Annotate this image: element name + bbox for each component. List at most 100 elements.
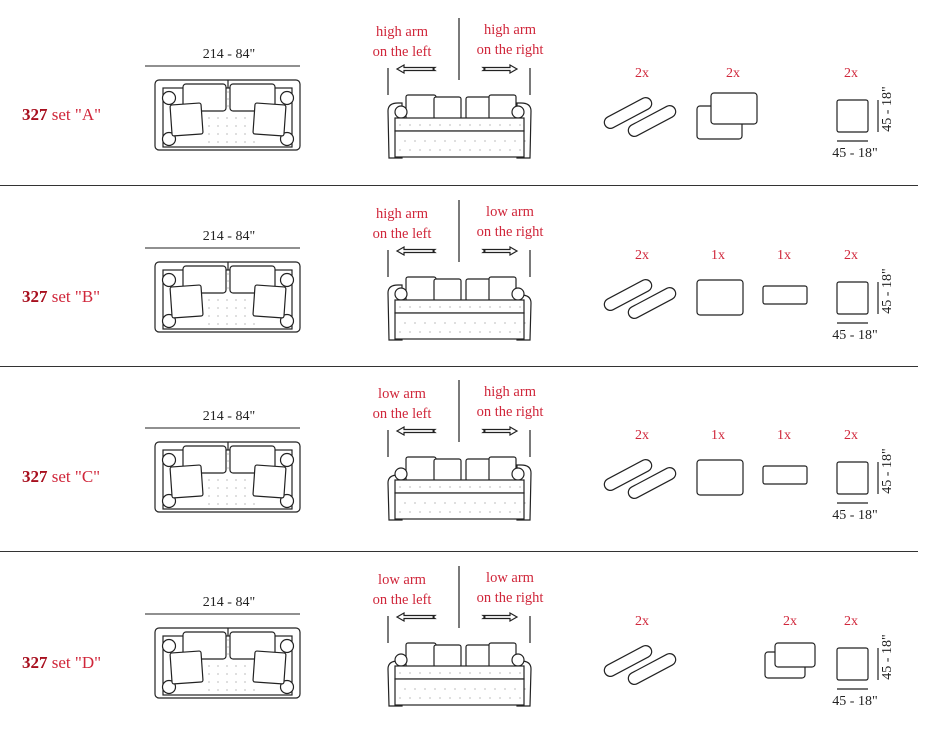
quantity-label: 1x	[777, 248, 791, 263]
technical-drawing	[145, 200, 879, 341]
accessory-narrowstack	[764, 642, 816, 679]
width-dimension: 214 - 84"	[202, 595, 256, 610]
bolster-end	[511, 467, 525, 481]
accessory-bolster	[603, 97, 677, 137]
left-arm-line: on the left	[372, 44, 432, 60]
sofa-base	[394, 130, 525, 158]
right-arm-line: low arm	[486, 570, 534, 586]
arrow-right-icon	[481, 425, 519, 437]
sofa-top-view	[154, 261, 301, 333]
quantity-label: 1x	[711, 428, 725, 443]
quantity-label: 2x	[844, 428, 858, 443]
sofa-base	[394, 492, 525, 520]
bolster-end	[394, 467, 408, 481]
accessory-small	[762, 465, 808, 485]
seat-cushion	[394, 299, 525, 314]
row-divider	[0, 185, 918, 186]
accessory-square	[836, 99, 879, 142]
accessory-small	[762, 285, 808, 305]
left-arm-line: on the left	[372, 406, 432, 422]
set-name: set "A"	[51, 105, 102, 124]
bolster-end	[511, 653, 525, 667]
accessory-square	[836, 281, 879, 324]
accessory-square	[836, 647, 879, 690]
back-pillow	[405, 276, 437, 302]
pillow-height-dimension: 45 - 18"	[880, 86, 895, 132]
right-arm-line: high arm	[484, 384, 536, 400]
set-name: set "B"	[51, 287, 101, 306]
quantity-label: 2x	[635, 66, 649, 81]
pillow-width-dimension: 45 - 18"	[832, 328, 878, 343]
arrow-left-icon	[395, 611, 437, 623]
left-arm-label: low arm on the left	[373, 570, 432, 610]
quantity-label: 1x	[711, 248, 725, 263]
model-number: 327	[22, 287, 48, 306]
throw-pillow	[252, 464, 287, 499]
row-divider	[0, 366, 918, 367]
row-divider	[0, 551, 918, 552]
sofa-top-view	[154, 79, 301, 151]
quantity-label: 2x	[635, 614, 649, 629]
back-pillow	[433, 96, 462, 120]
width-dimension: 214 - 84"	[202, 47, 256, 62]
set-label: 327 set "A"	[22, 105, 101, 125]
model-number: 327	[22, 467, 48, 486]
sofa-front-view	[387, 642, 532, 707]
accessory-stack	[696, 92, 758, 140]
armrest-roll	[279, 90, 295, 106]
width-dimension: 214 - 84"	[202, 229, 256, 244]
model-number: 327	[22, 105, 48, 124]
quantity-label: 2x	[783, 614, 797, 629]
quantity-label: 2x	[844, 66, 858, 81]
back-pillow	[405, 94, 437, 120]
arm-indicators	[387, 18, 531, 95]
quantity-label: 2x	[635, 248, 649, 263]
seat-cushion	[394, 479, 525, 494]
pillow-width-dimension: 45 - 18"	[832, 694, 878, 709]
throw-pillow	[252, 102, 287, 137]
arrow-left-icon	[395, 63, 437, 75]
accessory-bolster	[603, 645, 677, 685]
accessory-bolster	[603, 279, 677, 319]
accessory-bolster	[603, 459, 677, 499]
right-arm-label: high arm on the right	[477, 20, 544, 60]
arm-indicators	[387, 200, 531, 277]
quantity-label: 2x	[635, 428, 649, 443]
left-arm-line: on the left	[372, 226, 432, 242]
armrest-roll	[279, 638, 295, 654]
right-arm-line: high arm	[484, 22, 536, 38]
bolster-end	[394, 653, 408, 667]
throw-pillow	[169, 650, 204, 685]
back-pillow	[488, 642, 517, 668]
pillow-width-dimension: 45 - 18"	[832, 146, 878, 161]
left-arm-line: on the left	[372, 592, 432, 608]
back-pillow	[488, 94, 517, 120]
technical-drawing	[145, 18, 879, 159]
armrest-roll	[161, 90, 177, 106]
left-arm-label: high arm on the left	[373, 22, 432, 62]
right-arm-line: on the right	[476, 404, 544, 420]
width-dimension: 214 - 84"	[202, 409, 256, 424]
back-pillow	[488, 456, 517, 482]
left-arm-line: high arm	[376, 24, 428, 40]
armrest-roll	[279, 272, 295, 288]
bolster-end	[511, 105, 525, 119]
right-arm-line: on the right	[476, 42, 544, 58]
back-pillow	[405, 456, 437, 482]
sofa-top-view	[154, 627, 301, 699]
back-pillow	[405, 642, 437, 668]
left-arm-line: low arm	[378, 572, 426, 588]
back-pillow	[488, 276, 517, 302]
seat-cushion	[394, 117, 525, 132]
set-label: 327 set "C"	[22, 467, 100, 487]
set-label: 327 set "B"	[22, 287, 100, 307]
sofa-front-view	[387, 94, 532, 159]
throw-pillow	[252, 650, 287, 685]
left-arm-line: high arm	[376, 206, 428, 222]
